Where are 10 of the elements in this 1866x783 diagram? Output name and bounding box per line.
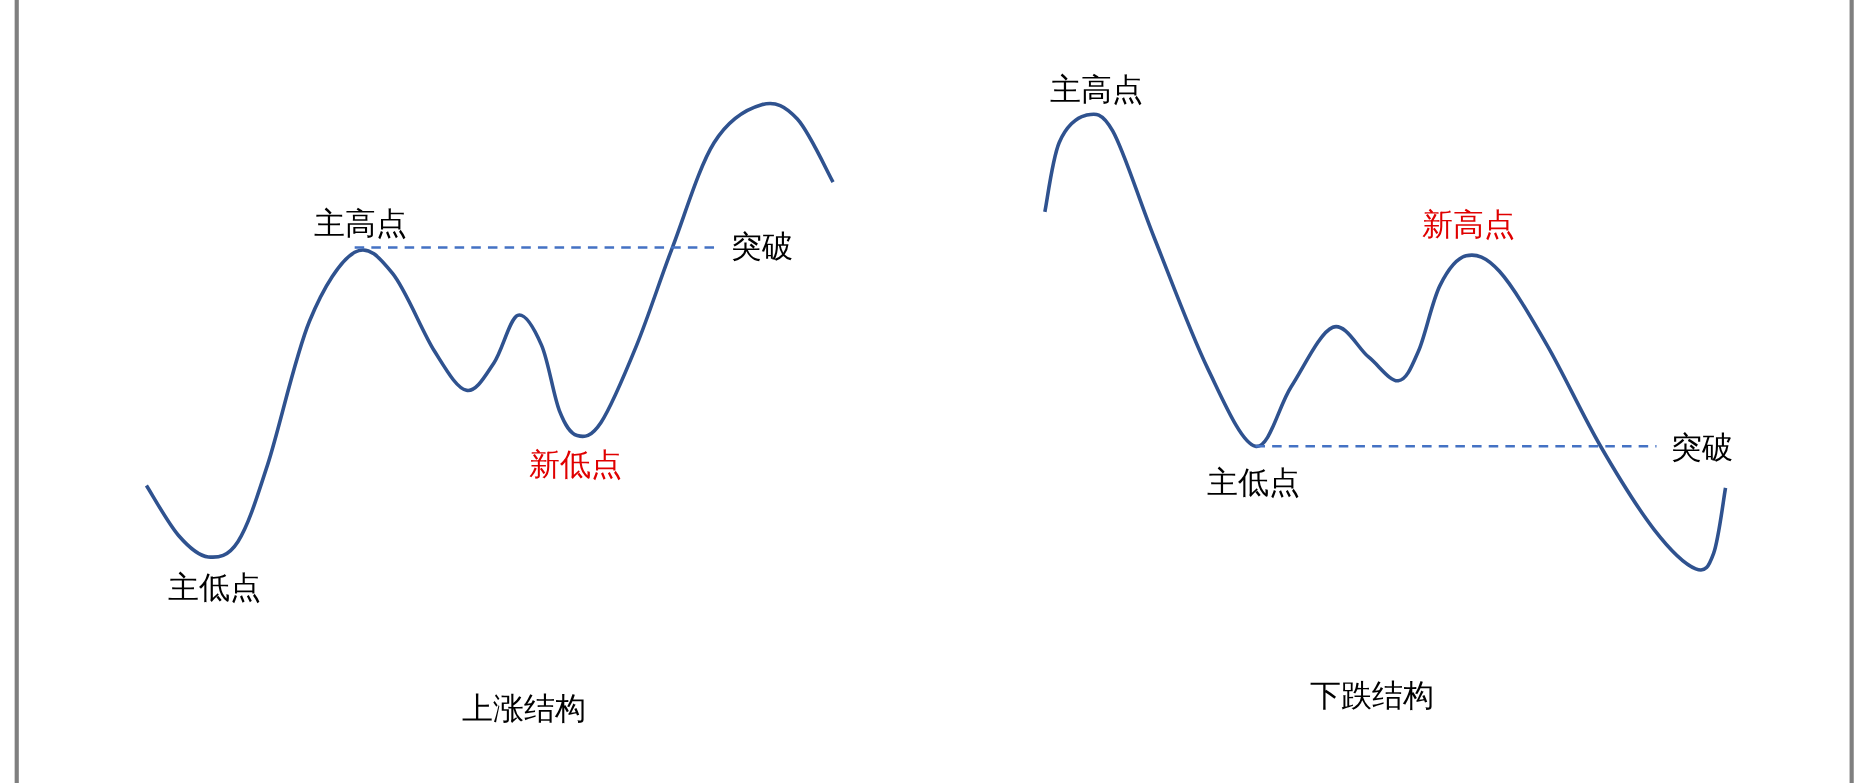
chart-caption: 上涨结构 [461, 692, 586, 724]
chart-caption: 下跌结构 [1310, 679, 1435, 711]
point-label: 主高点 [314, 207, 408, 239]
point-label: 主高点 [1049, 73, 1143, 105]
point-label: 新高点 [1422, 208, 1515, 240]
point-label: 主低点 [167, 571, 261, 603]
point-label: 突破 [1670, 431, 1733, 463]
point-label: 突破 [730, 230, 793, 262]
point-label: 新低点 [529, 448, 623, 480]
point-label: 主低点 [1206, 466, 1300, 498]
